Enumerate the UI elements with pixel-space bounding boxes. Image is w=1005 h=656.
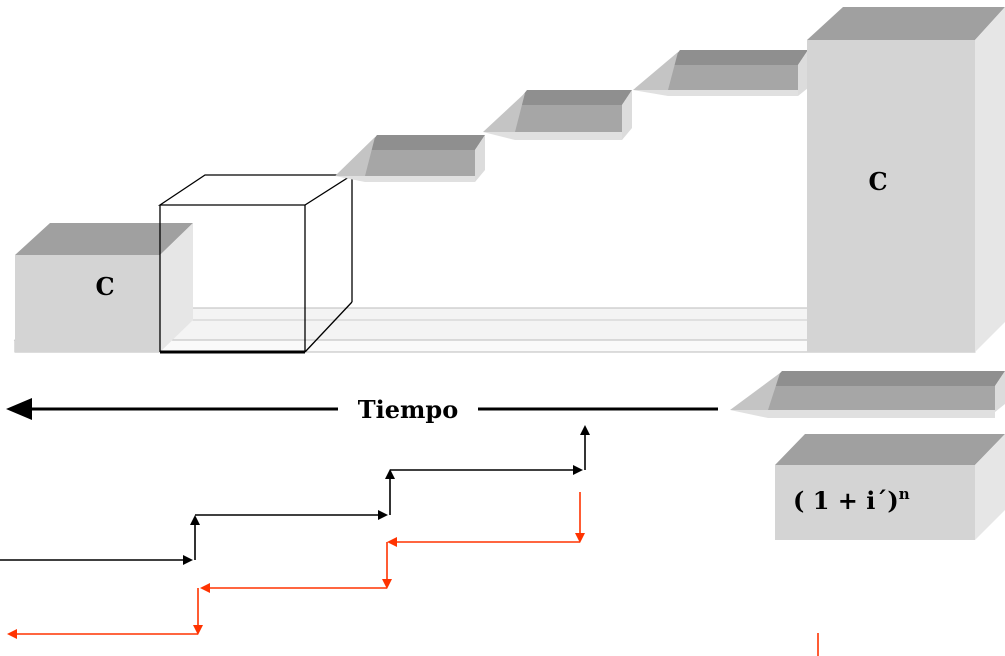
step-plate-2 bbox=[483, 90, 632, 140]
step-plate-3 bbox=[633, 50, 808, 96]
discount-arrow-plate bbox=[730, 371, 1005, 418]
compound-factor-base: ( 1 + i´) bbox=[793, 486, 899, 515]
backward-steps bbox=[7, 492, 819, 656]
time-axis-label: Tiempo bbox=[358, 395, 458, 424]
svg-text:( 1 + i´)n: ( 1 + i´)n bbox=[793, 485, 910, 515]
left-capital-label: C bbox=[95, 272, 114, 301]
right-capital-block: C bbox=[807, 7, 1005, 352]
compound-factor-block: ( 1 + i´)n bbox=[775, 434, 1005, 540]
left-capital-block: C bbox=[15, 223, 193, 352]
right-capital-label: C bbox=[868, 167, 887, 196]
compound-factor-exponent: n bbox=[899, 485, 910, 503]
forward-steps bbox=[0, 425, 590, 565]
time-axis: Tiempo bbox=[6, 395, 718, 424]
step-plate-1 bbox=[335, 135, 485, 182]
